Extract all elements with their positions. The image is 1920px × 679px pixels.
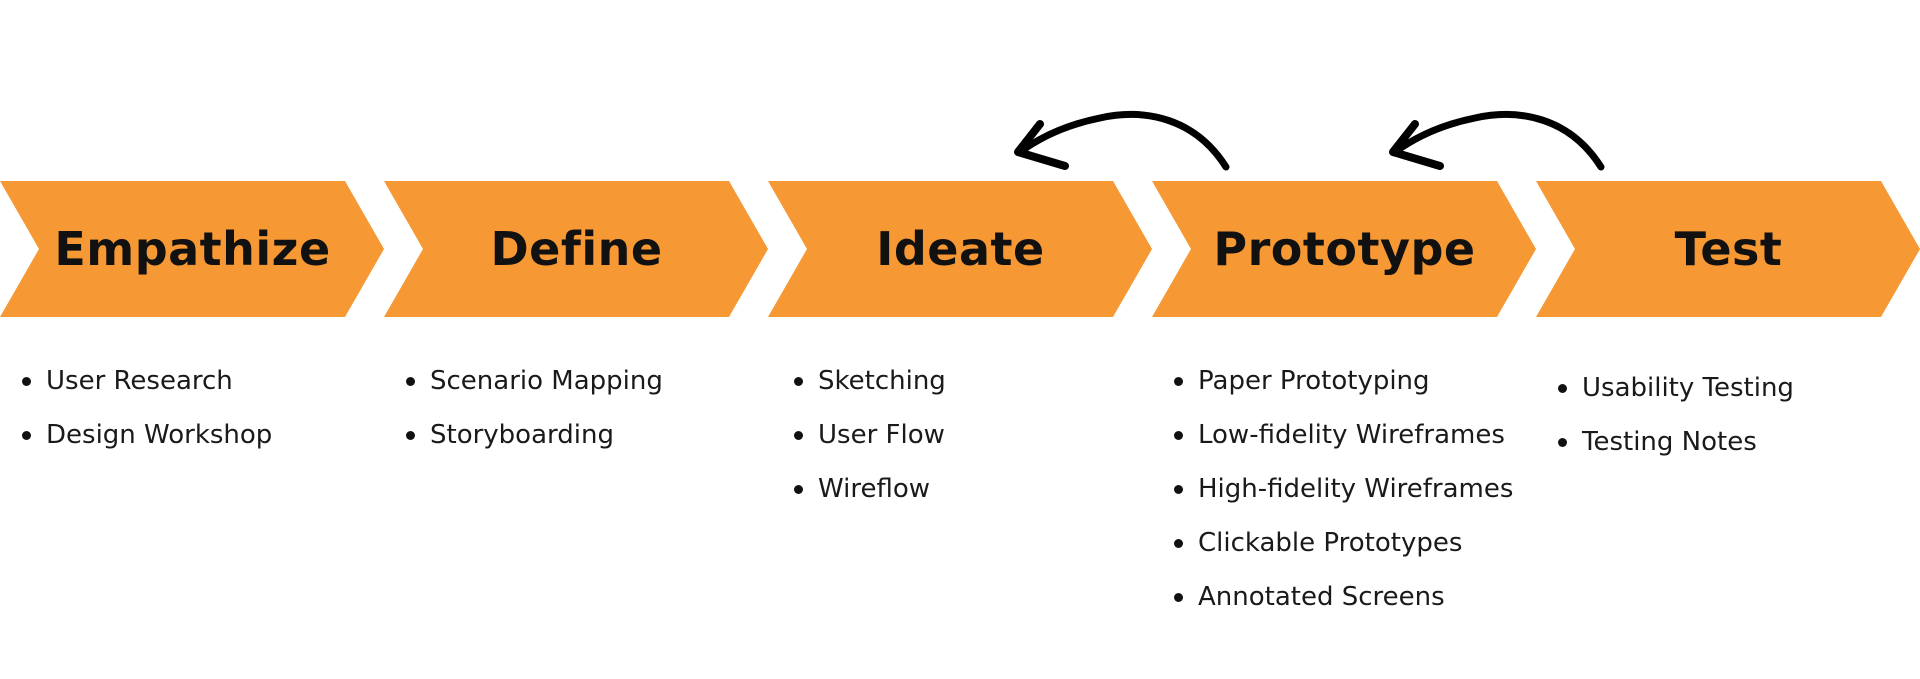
feedback-arrow-test-to-prototype (1389, 111, 1605, 171)
activity-list-define: Scenario Mapping Storyboarding (404, 354, 663, 462)
arrow-curve (1016, 111, 1230, 171)
activity-list-test: Usability Testing Testing Notes (1556, 361, 1794, 469)
chevron-empathize (0, 181, 384, 317)
feedback-arrow-prototype-to-ideate (1014, 111, 1230, 171)
list-item: High-fidelity Wireframes (1173, 462, 1513, 516)
arrow-head-icon (1389, 120, 1444, 170)
list-item: User Flow (794, 408, 946, 462)
chevron-test (1536, 181, 1920, 317)
stage-label-define: Define (490, 222, 663, 276)
list-item: Storyboarding (406, 408, 663, 462)
list-item: Sketching (794, 354, 946, 408)
stage-chevrons (0, 181, 1920, 317)
list-item: Design Workshop (21, 408, 272, 462)
chevron-prototype (1152, 181, 1536, 317)
activity-list-ideate: Sketching User Flow Wireflow (792, 354, 946, 516)
stage-label-empathize: Empathize (54, 222, 331, 276)
list-item: Clickable Prototypes (1173, 516, 1513, 570)
chevron-define (384, 181, 768, 317)
stage-label-prototype: Prototype (1213, 222, 1476, 276)
arrow-head-icon (1014, 120, 1069, 170)
activity-list-prototype: Paper Prototyping Low-fidelity Wireframe… (1172, 354, 1513, 624)
stage-label-test: Test (1674, 222, 1783, 276)
arrow-curve (1391, 111, 1605, 171)
list-item: Scenario Mapping (406, 354, 663, 408)
list-item: Paper Prototyping (1173, 354, 1513, 408)
list-item: Wireflow (794, 462, 946, 516)
list-item: Annotated Screens (1173, 570, 1513, 624)
list-item: Low-fidelity Wireframes (1173, 408, 1513, 462)
activity-list-empathize: User Research Design Workshop (20, 354, 272, 462)
list-item: Testing Notes (1558, 415, 1794, 469)
chevron-ideate (768, 181, 1152, 317)
list-item: User Research (21, 354, 272, 408)
list-item: Usability Testing (1558, 361, 1794, 415)
stage-label-ideate: Ideate (876, 222, 1045, 276)
